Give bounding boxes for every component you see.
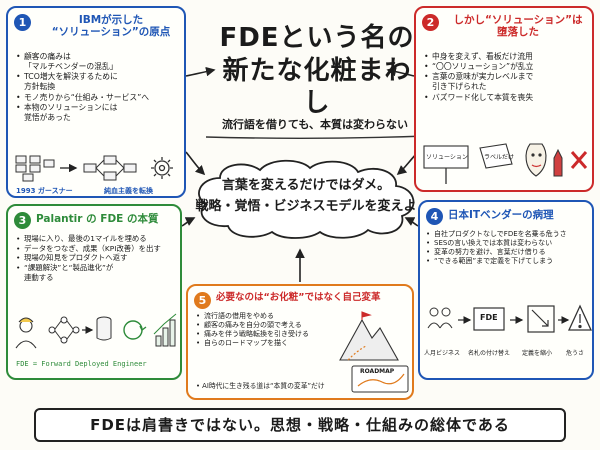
panel5-list: 流行語の借用をやめる 顧客の痛みを自分の頭で考える 痛みを伴う戦略転換を引き受け…	[196, 312, 336, 348]
list-item: 自らのロードマップを描く	[196, 339, 336, 348]
panel4-list: 自社プロダクトなしでFDEを名乗る危うさ SESの言い換えでは本質は変わらない …	[426, 230, 594, 266]
panel3-caption: FDE = Forward Deployed Engineer	[16, 360, 147, 368]
list-item: 変革の努力を避け、言葉だけ借りる	[426, 248, 594, 257]
database-icon	[96, 316, 112, 341]
panel4-illustration	[427, 304, 592, 333]
title-underline	[205, 135, 427, 139]
panel2-title-line2: 堕落した	[497, 26, 539, 39]
fde-box	[473, 307, 505, 331]
arrow-panel4-to-cloud	[404, 217, 419, 227]
panel1-title-line2: “ソリューション”の原点	[51, 26, 171, 39]
engineer-icon	[15, 317, 37, 349]
panel4-caption-1: 名札の付け替え	[468, 350, 511, 357]
panel1-title: IBMが示した “ソリューション”の原点	[38, 14, 184, 38]
panel1-title-line1: IBMが示した	[78, 14, 144, 26]
network-nodes-icon	[48, 316, 80, 344]
panel2-number-badge: 2	[422, 14, 439, 31]
panel2-title-line1: しかし“ソリューション”は	[453, 14, 583, 26]
path-line	[347, 345, 367, 361]
bottom-banner: FDEは肩書きではない。思想・戦略・仕組みの総体である	[34, 408, 566, 442]
panel4-caption-2: 定義を縮小	[522, 350, 553, 357]
panel4-number-badge: 4	[426, 208, 443, 225]
panel5-footer: • AI時代に生き残る道は“本質の変革”だけ	[196, 382, 325, 390]
list-item: 言葉の意味が実力レベルまで 引き下げられた	[424, 72, 590, 92]
lipstick-icon	[553, 148, 563, 177]
panel1-number-badge: 1	[14, 14, 31, 31]
main-title-line1: FDEという名の	[219, 23, 415, 53]
list-item: 顧客の痛みを自分の頭で考える	[196, 321, 336, 330]
panel-5: 5 必要なのは“お化粧”ではなく自己変革 流行語の借用をやめる 顧客の痛みを自分…	[186, 284, 414, 400]
main-title: FDEという名の 新たな化粧まわし	[212, 22, 422, 120]
panel1-caption-right: 純血主義を転換	[104, 187, 153, 195]
panel5-roadmap-label: ROADMAP	[360, 368, 395, 375]
bar-chart-icon	[153, 313, 177, 347]
roadmap-icon	[351, 365, 409, 393]
panel4-caption-3: 危うさ	[566, 350, 585, 357]
panel2-tag-label: ラベルだけ	[484, 154, 515, 161]
panel3-number-badge: 3	[14, 212, 31, 229]
arrow-panel1-to-title	[185, 66, 216, 77]
cross-icon	[570, 151, 588, 169]
list-item: 顧客の痛みは 「マルチベンダーの混乱」	[16, 52, 182, 72]
panel-4: 4 日本ITベンダーの病理 自社プロダクトなしでFDEを名乗る危うさ SESの言…	[418, 200, 594, 380]
list-item: バズワード化して本質を喪失	[424, 93, 590, 103]
list-item: データをつなぎ、成果（KPI改善）を出す	[16, 244, 180, 254]
gear-icon	[151, 157, 173, 179]
people-icon	[427, 307, 453, 329]
panel1-list: 顧客の痛みは 「マルチベンダーの混乱」 TCO増大を解決するために 方針転換 モ…	[16, 52, 182, 123]
mountain-icon	[339, 318, 399, 361]
network-icon	[83, 155, 137, 181]
panel-1: 1 IBMが示した “ソリューション”の原点 顧客の痛みは 「マルチベンダーの混…	[6, 6, 186, 198]
list-item: SESの言い換えでは本質は変わらない	[426, 239, 594, 248]
panel3-illustration	[15, 313, 177, 349]
panel4-caption-0: 人月ビジネス	[424, 350, 461, 357]
arrow-panel2-to-title	[386, 66, 415, 77]
list-item: “〇〇ソリューション”が乱立	[424, 62, 590, 72]
list-item: 現場に入り、最後の1マイルを埋める	[16, 234, 180, 244]
panel1-caption-left: 1993 ガースナー	[16, 187, 73, 195]
list-item: 現場の知見をプロダクトへ返す	[16, 253, 180, 263]
panel-2: 2 しかし“ソリューション”は 堕落した 中身を変えず、看板だけ流用 “〇〇ソリ…	[414, 6, 594, 192]
panel5-illustration	[339, 311, 409, 393]
server-icon	[15, 155, 55, 182]
list-item: 流行語の借用をやめる	[196, 312, 336, 321]
panel4-fde-label: FDE	[480, 313, 498, 322]
cycle-icon	[123, 320, 147, 340]
main-subtitle: 流行語を借りても、本質は変わらない	[221, 118, 409, 131]
main-title-line2: 新たな化粧まわし	[222, 55, 412, 119]
list-item: “できる範囲”まで定義を下げてしまう	[426, 257, 594, 266]
panel3-title: Palantir の FDE の本質	[36, 213, 159, 225]
cloud-line2: 戦略・覚悟・ビジネスモデルを変えよ	[195, 198, 417, 214]
list-item: 自社プロダクトなしでFDEを名乗る危うさ	[426, 230, 594, 239]
warning-icon	[567, 304, 592, 331]
list-item: TCO増大を解決するために 方針転換	[16, 72, 182, 92]
cloud-line1: 言葉を変えるだけではダメ。	[221, 178, 391, 193]
panel3-list: 現場に入り、最後の1マイルを埋める データをつなぎ、成果（KPI改善）を出す 現…	[16, 234, 180, 282]
panel2-list: 中身を変えず、看板だけ流用 “〇〇ソリューション”が乱立 言葉の意味が実力レベル…	[424, 52, 590, 103]
list-item: 痛みを伴う戦略転換を引き受ける	[196, 330, 336, 339]
panel2-sign-label: ソリューション	[426, 154, 468, 161]
mask-icon	[525, 143, 547, 177]
list-item: 中身を変えず、看板だけ流用	[424, 52, 590, 62]
panel4-title: 日本ITベンダーの病理	[448, 209, 554, 221]
panel5-footer-text: AI時代に生き残る道は“本質の変革”だけ	[202, 382, 325, 390]
center-cloud	[198, 159, 415, 239]
arrow-panel1-to-cloud	[185, 151, 206, 176]
list-item: 本物のソリューションには 覚悟があった	[16, 103, 182, 123]
list-item: モノ売りから“仕組み・サービス”へ	[16, 93, 182, 103]
flag-icon	[361, 311, 372, 320]
tag-icon	[479, 143, 513, 169]
arrow-panel3-to-cloud	[181, 217, 196, 227]
panel5-title: 必要なのは“お化粧”ではなく自己変革	[216, 292, 381, 303]
panel5-number-badge: 5	[194, 292, 211, 309]
center-cloud-text: 言葉を変えるだけではダメ。 戦略・覚悟・ビジネスモデルを変えよ	[192, 176, 420, 218]
panel-3: 3 Palantir の FDE の本質 現場に入り、最後の1マイルを埋める デ…	[6, 204, 182, 380]
panel1-illustration	[15, 155, 173, 182]
shrink-icon	[527, 305, 555, 333]
panel2-illustration	[423, 143, 588, 184]
list-item: “課題解決”と“製品進化”が 連動する	[16, 263, 180, 282]
panel2-title: しかし“ソリューション”は 堕落した	[444, 14, 592, 38]
